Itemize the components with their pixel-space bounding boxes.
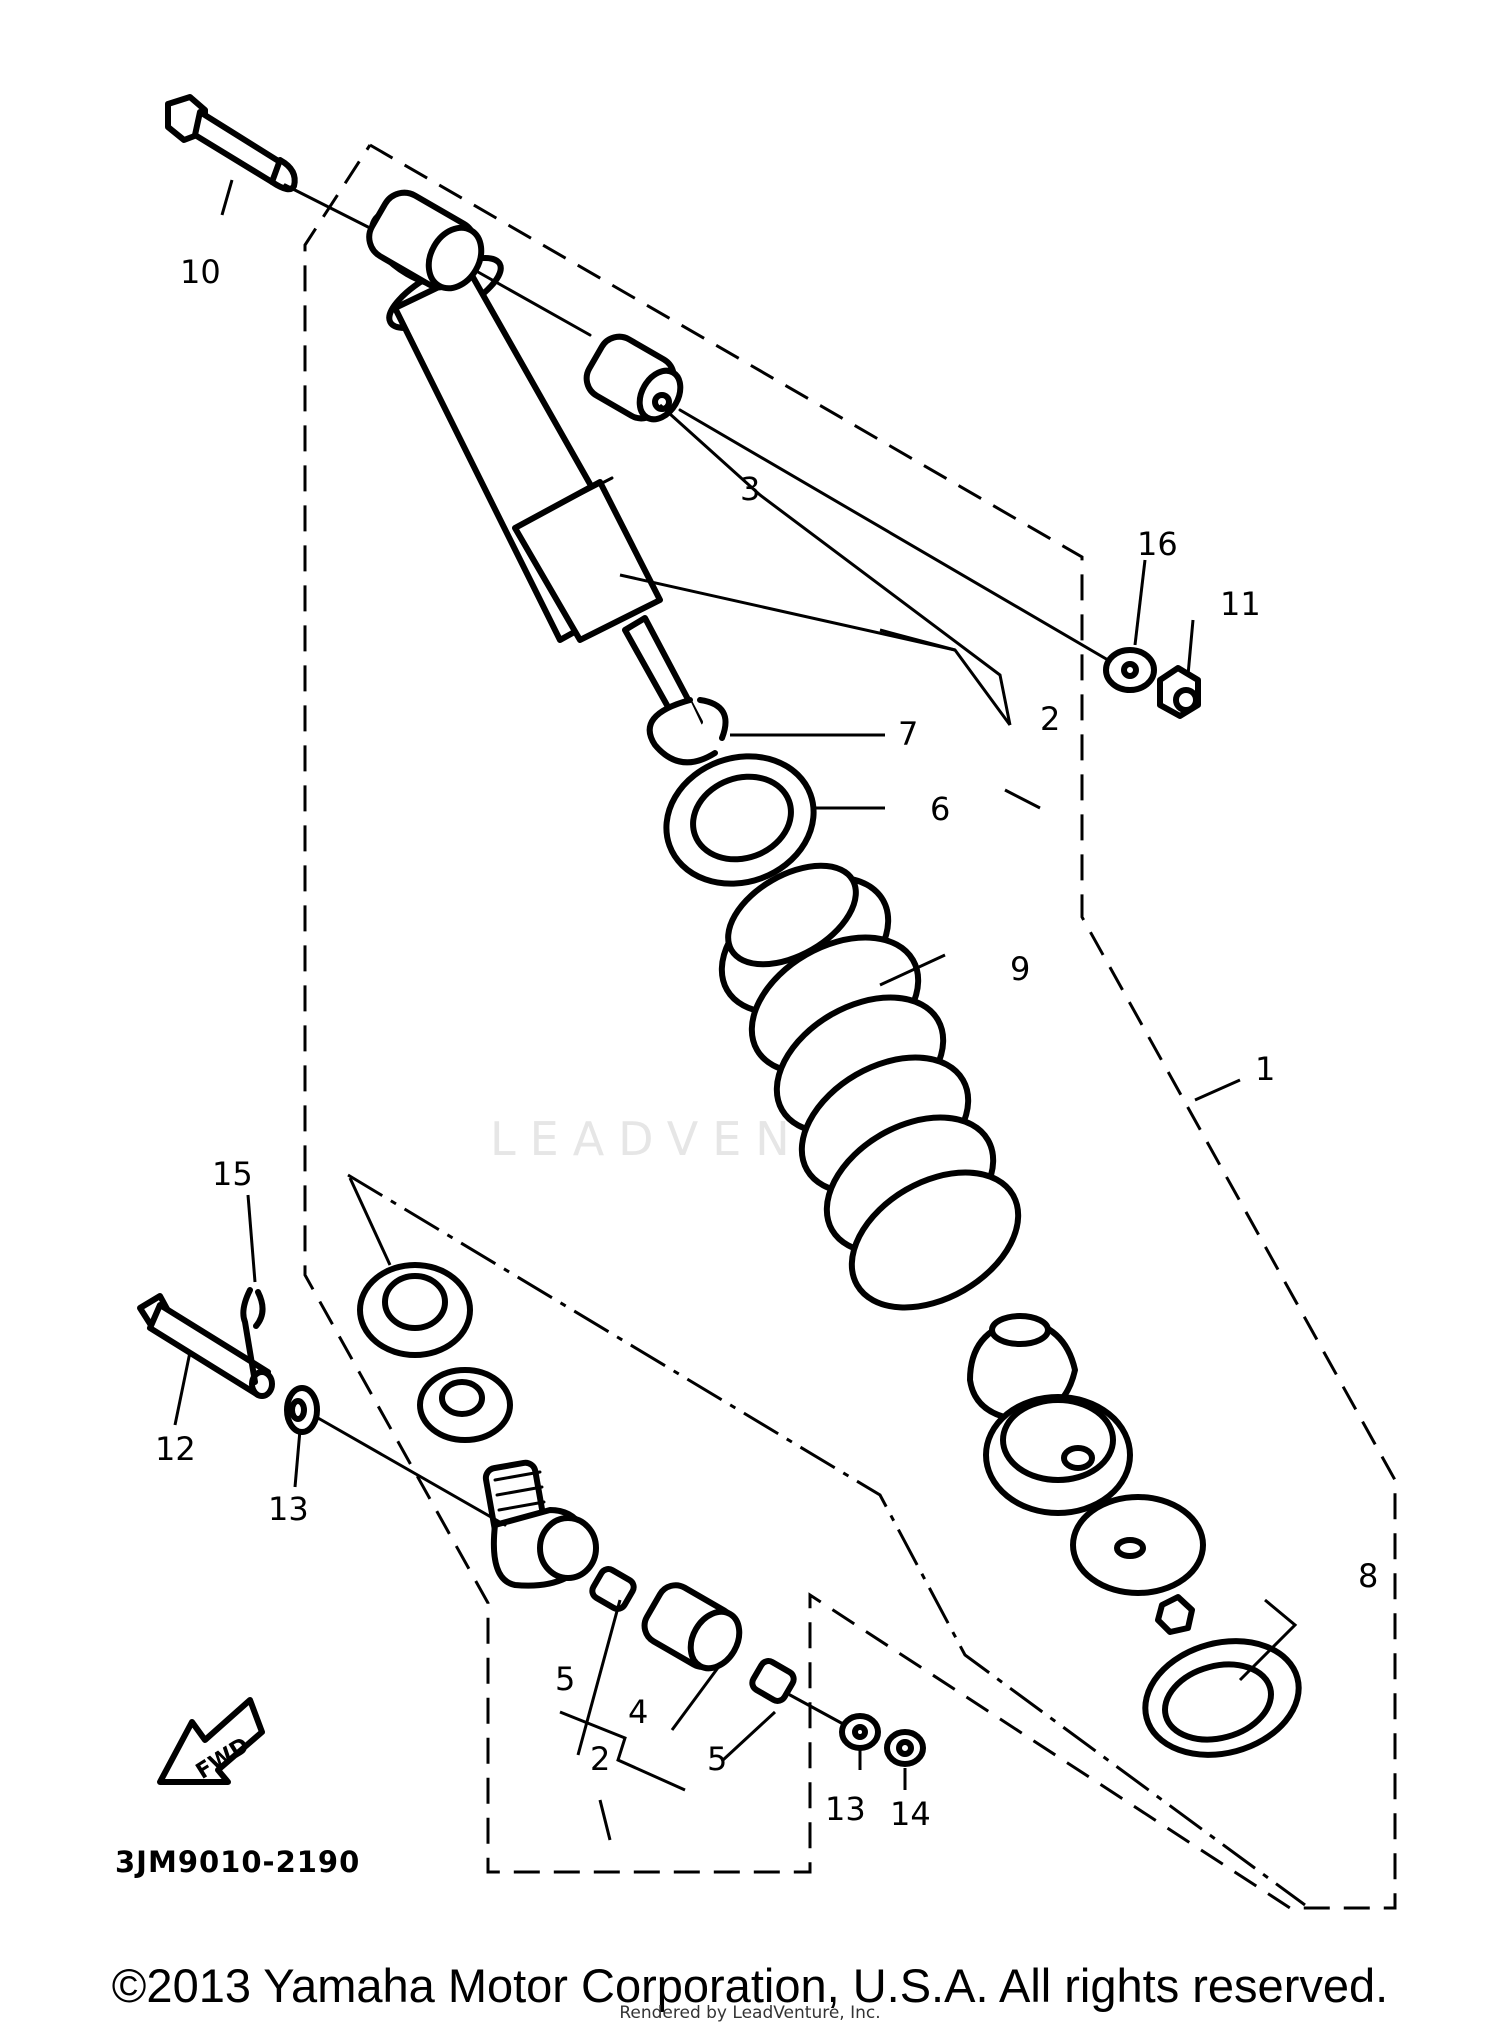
axis-line-collar [788, 1693, 847, 1727]
lower-eye-mount [482, 1459, 599, 1589]
forward-arrow: FWD [157, 1697, 265, 1785]
assembly-boundary-upper [303, 143, 1397, 1910]
axis-line-upper [476, 270, 592, 337]
rendered-by-text: Rendered by LeadVenture, Inc. [619, 2003, 881, 2023]
washer-16 [1103, 647, 1157, 693]
callout-9: 9 [1010, 950, 1030, 988]
callout-15: 15 [212, 1155, 253, 1193]
callout-3: 3 [740, 470, 760, 508]
spring-seat-8 [1142, 1638, 1302, 1758]
axis-line-bushing [678, 408, 1110, 662]
callout-13-right: 13 [825, 1790, 866, 1828]
upper-bushing [583, 333, 684, 423]
callout-2-lower: 2 [590, 1740, 610, 1778]
small-nut [1155, 1594, 1195, 1635]
bump-plate [1070, 1494, 1206, 1596]
axis-line-lower [316, 1416, 507, 1527]
collar-left [589, 1566, 637, 1612]
circlip [646, 697, 729, 766]
callout-10: 10 [180, 253, 221, 291]
reference-line [347, 1173, 1306, 1907]
callout-4: 4 [628, 1693, 648, 1731]
callout-14: 14 [890, 1795, 931, 1833]
callout-16: 16 [1137, 525, 1178, 563]
washer-13a [284, 1385, 320, 1435]
cotter-pin [240, 1287, 266, 1385]
coil-spring [718, 862, 1022, 1311]
copyright-notice: ©2013 Yamaha Motor Corporation, U.S.A. A… [111, 1959, 1389, 2012]
washer-14 [884, 1729, 926, 1767]
callout-11: 11 [1220, 585, 1261, 623]
leader-lines [173, 179, 1298, 1841]
washer-13b [839, 1713, 881, 1751]
spring-adjuster-ring [357, 1262, 473, 1358]
callout-1: 1 [1255, 1050, 1275, 1088]
callout-5-left: 5 [555, 1660, 575, 1698]
locknut-ring [417, 1367, 513, 1443]
shock-absorber-body [366, 189, 703, 735]
callout-7: 7 [898, 715, 918, 753]
bump-cup [983, 1394, 1133, 1516]
lower-bolt [137, 1293, 275, 1399]
upper-bolt [165, 94, 372, 230]
lower-bushing-4 [641, 1582, 743, 1672]
callout-labels: 1 2 2 3 4 5 5 6 7 8 9 10 11 12 13 13 14 … [155, 253, 1378, 1833]
callout-2-upper: 2 [1040, 700, 1060, 738]
spring-guide [663, 753, 817, 887]
nut-11 [1157, 665, 1201, 719]
callout-5-right: 5 [707, 1740, 727, 1778]
callout-12: 12 [155, 1430, 196, 1468]
callout-8: 8 [1358, 1557, 1378, 1595]
collar-right [749, 1658, 797, 1704]
callout-13-left: 13 [268, 1490, 309, 1528]
callout-6: 6 [930, 790, 950, 828]
drawing-code: 3JM9010-2190 [115, 1845, 360, 1879]
